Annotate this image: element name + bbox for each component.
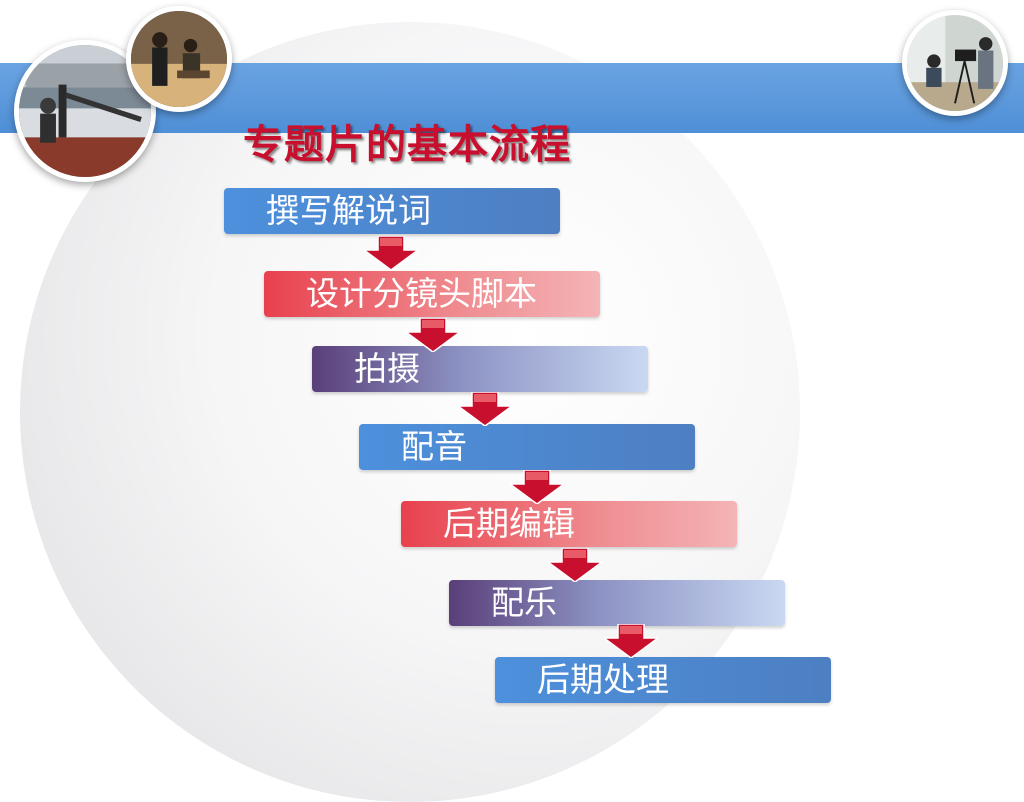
down-arrow-icon xyxy=(510,470,564,504)
down-arrow-icon xyxy=(548,548,602,582)
step-6: 配乐 xyxy=(449,580,785,626)
page-title: 专题片的基本流程 xyxy=(243,121,571,168)
step-3: 拍摄 xyxy=(312,346,648,392)
photo-studio-camera xyxy=(902,10,1008,116)
photo-stage-scene xyxy=(126,6,232,112)
down-arrow-icon xyxy=(364,236,418,270)
down-arrow-icon xyxy=(604,624,658,658)
step-4: 配音 xyxy=(359,424,695,470)
step-5: 后期编辑 xyxy=(401,501,737,547)
step-7: 后期处理 xyxy=(495,657,831,703)
down-arrow-icon xyxy=(406,318,460,352)
down-arrow-icon xyxy=(458,392,512,426)
step-2: 设计分镜头脚本 xyxy=(264,271,600,317)
step-1: 撰写解说词 xyxy=(224,188,560,234)
